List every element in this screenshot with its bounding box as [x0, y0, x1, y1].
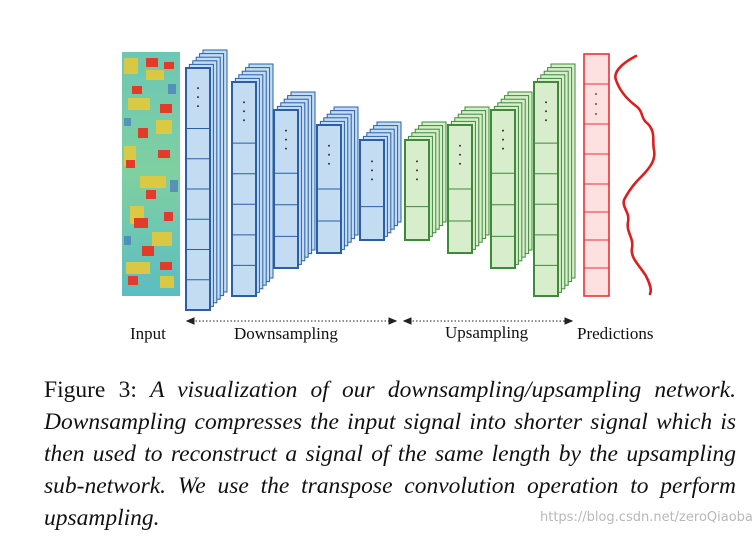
ellipsis-dot: [416, 160, 418, 163]
feature-map-layer: [490, 109, 516, 269]
ellipsis-dot: [285, 129, 287, 132]
downsample-block-3: [273, 91, 316, 269]
ellipsis-dot: [197, 96, 199, 99]
figure-caption: Figure 3: A visualization of our downsam…: [44, 374, 736, 534]
ellipsis-dot: [197, 87, 199, 90]
caption-text: A visualization of our downsampling/upsa…: [44, 377, 736, 531]
feature-map-layer: [359, 139, 385, 241]
upsample-block-3: [490, 91, 533, 269]
upsample-block-1: [404, 121, 447, 241]
downsample-block-4: [316, 106, 359, 254]
downsampling-label: Downsampling: [234, 324, 338, 343]
ellipsis-dot: [459, 144, 461, 147]
ellipsis-dot: [371, 178, 373, 181]
ellipsis-dot: [285, 147, 287, 150]
upsampling-arrow: [402, 317, 574, 325]
downsample-block-5: [359, 121, 402, 241]
ellipsis-dot: [459, 153, 461, 156]
ellipsis-dot: [502, 129, 504, 132]
caption-figure-number: Figure 3:: [44, 377, 151, 403]
feature-map-layer: [231, 81, 257, 297]
ellipsis-dot: [243, 119, 245, 122]
downsampling-arrow: [185, 317, 398, 325]
predictions-label: Predictions: [577, 324, 654, 343]
ellipsis-dot: [285, 138, 287, 141]
predictions-column: [583, 53, 610, 297]
downsample-block-1: [185, 49, 228, 311]
network-figure: [122, 49, 656, 325]
feature-map-layer: [404, 139, 430, 241]
ellipsis-dot: [197, 105, 199, 108]
upsample-block-2: [447, 106, 490, 254]
feature-map-layer: [273, 109, 299, 269]
ellipsis-dot: [243, 110, 245, 113]
ellipsis-dot: [416, 178, 418, 181]
ellipsis-dot: [545, 119, 547, 122]
input-spectrogram: [122, 52, 180, 296]
upsample-block-4: [533, 63, 576, 297]
ellipsis-dot: [502, 147, 504, 150]
prediction-signal-line: [614, 54, 656, 296]
ellipsis-dot: [328, 144, 330, 147]
ellipsis-dot: [328, 162, 330, 165]
feature-map-layer: [533, 81, 559, 297]
ellipsis-dot: [459, 162, 461, 165]
ellipsis-dot: [502, 138, 504, 141]
downsample-block-2: [231, 63, 274, 297]
ellipsis-dot: [371, 169, 373, 172]
input-label: Input: [130, 324, 166, 343]
ellipsis-dot: [243, 101, 245, 104]
upsampling-label: Upsampling: [445, 323, 529, 342]
ellipsis-dot: [328, 153, 330, 156]
ellipsis-dot: [545, 101, 547, 104]
ellipsis-dot: [416, 169, 418, 172]
ellipsis-dot: [371, 160, 373, 163]
ellipsis-dot: [545, 110, 547, 113]
watermark-url: https://blog.csdn.net/zeroQiaoba: [540, 510, 753, 525]
